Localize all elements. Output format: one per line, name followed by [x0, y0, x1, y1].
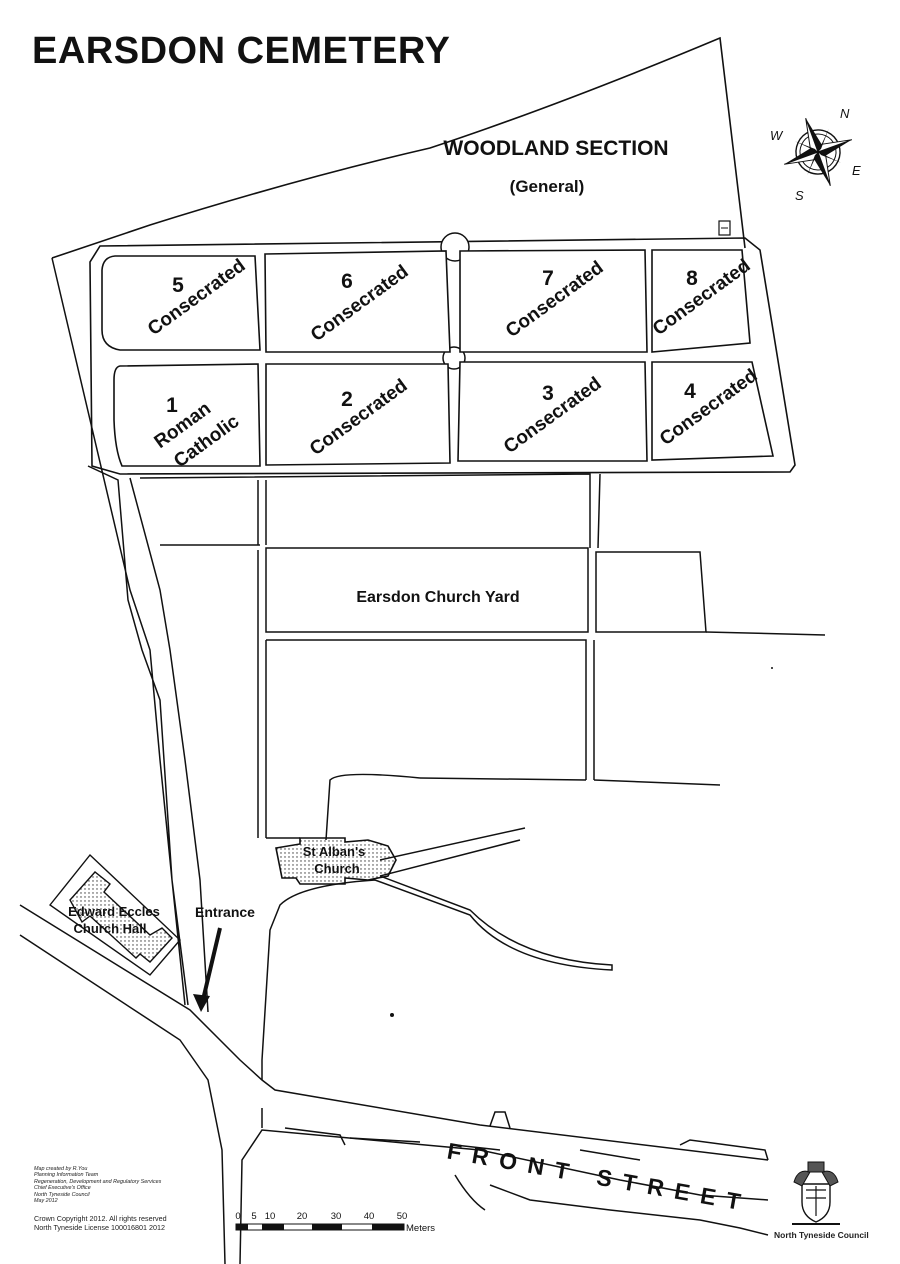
copyright-line: Crown Copyright 2012. All rights reserve…	[34, 1214, 167, 1223]
plot-4	[651, 361, 774, 461]
scale-tick-10: 10	[265, 1211, 276, 1222]
section-8-number: 8	[686, 267, 698, 290]
entrance-label: Entrance	[195, 904, 255, 920]
access-path-inner	[129, 477, 209, 1013]
section-5-number: 5	[172, 274, 184, 297]
hall-label-line2: Church Hall	[74, 921, 147, 936]
woodland-section-label: WOODLAND SECTION	[443, 137, 668, 160]
compass-south-label: S	[795, 188, 804, 203]
section-7-number: 7	[542, 267, 554, 290]
plot-7	[459, 249, 648, 353]
section-6-number: 6	[341, 270, 353, 293]
council-crest-icon	[792, 1161, 840, 1225]
credit-line: Regeneration, Development and Regulatory…	[34, 1178, 162, 1185]
church-grounds-path	[261, 827, 613, 1080]
upper-path-outer	[89, 237, 796, 475]
map-credits: Map created by R.You Planning Informatio…	[34, 1166, 161, 1204]
plot-8	[651, 249, 751, 353]
scale-unit: Meters	[406, 1223, 435, 1234]
section-4-number: 4	[684, 380, 696, 403]
woodland-section-subtitle: (General)	[510, 177, 585, 196]
scale-tick-5: 5	[251, 1211, 256, 1222]
scale-tick-30: 30	[331, 1211, 342, 1222]
church-label-line2: Church	[314, 861, 360, 876]
section-3-number: 3	[542, 382, 554, 405]
street-label: FRONT STREET	[445, 1138, 753, 1217]
church-label-line1: St Alban's	[303, 844, 366, 859]
churchyard-label: Earsdon Church Yard	[356, 589, 519, 606]
credit-line: May 2012	[34, 1198, 58, 1205]
cemetery-boundary	[51, 36, 746, 259]
church-hall-building	[69, 871, 173, 963]
compass-west-label: W	[770, 128, 784, 143]
compass-north-label: N	[840, 106, 850, 121]
plot-6	[264, 250, 451, 353]
plot-5	[101, 255, 261, 351]
scale-tick-0: 0	[235, 1211, 240, 1222]
section-2-number: 2	[341, 388, 353, 411]
access-path	[51, 257, 189, 1006]
hall-label-line1: Edward Eccles	[68, 904, 160, 919]
credit-line: Planning Information Team	[34, 1172, 99, 1179]
plot-1	[113, 363, 261, 467]
copyright-notice: Crown Copyright 2012. All rights reserve…	[34, 1214, 167, 1232]
church-hall-outline	[48, 853, 181, 976]
scale-tick-50: 50	[397, 1211, 408, 1222]
plot-2	[265, 363, 451, 466]
credit-line: North Tyneside Council	[34, 1191, 90, 1198]
road-outlines	[19, 904, 769, 1264]
plot-3	[457, 361, 648, 462]
scale-bar: 0 5 10 20 30 40 50 Meters	[235, 1211, 435, 1234]
section-1-number: 1	[166, 394, 178, 417]
compass-east-label: E	[852, 163, 861, 178]
scale-tick-40: 40	[364, 1211, 375, 1222]
council-name: North Tyneside Council	[774, 1230, 869, 1240]
credit-line: Chief Executive's Office	[34, 1185, 91, 1192]
credit-line: Map created by R.You	[34, 1166, 88, 1172]
map-title: EARSDON CEMETERY	[32, 30, 451, 72]
entrance-arrow	[200, 927, 222, 1005]
copyright-line: North Tyneside License 100016801 2012	[34, 1223, 165, 1232]
st-albans-church-building	[275, 837, 397, 885]
scale-tick-20: 20	[297, 1211, 308, 1222]
compass-rose-icon	[784, 118, 852, 186]
churchyard-grid	[139, 473, 826, 841]
entrance-arrowhead	[193, 994, 210, 1012]
